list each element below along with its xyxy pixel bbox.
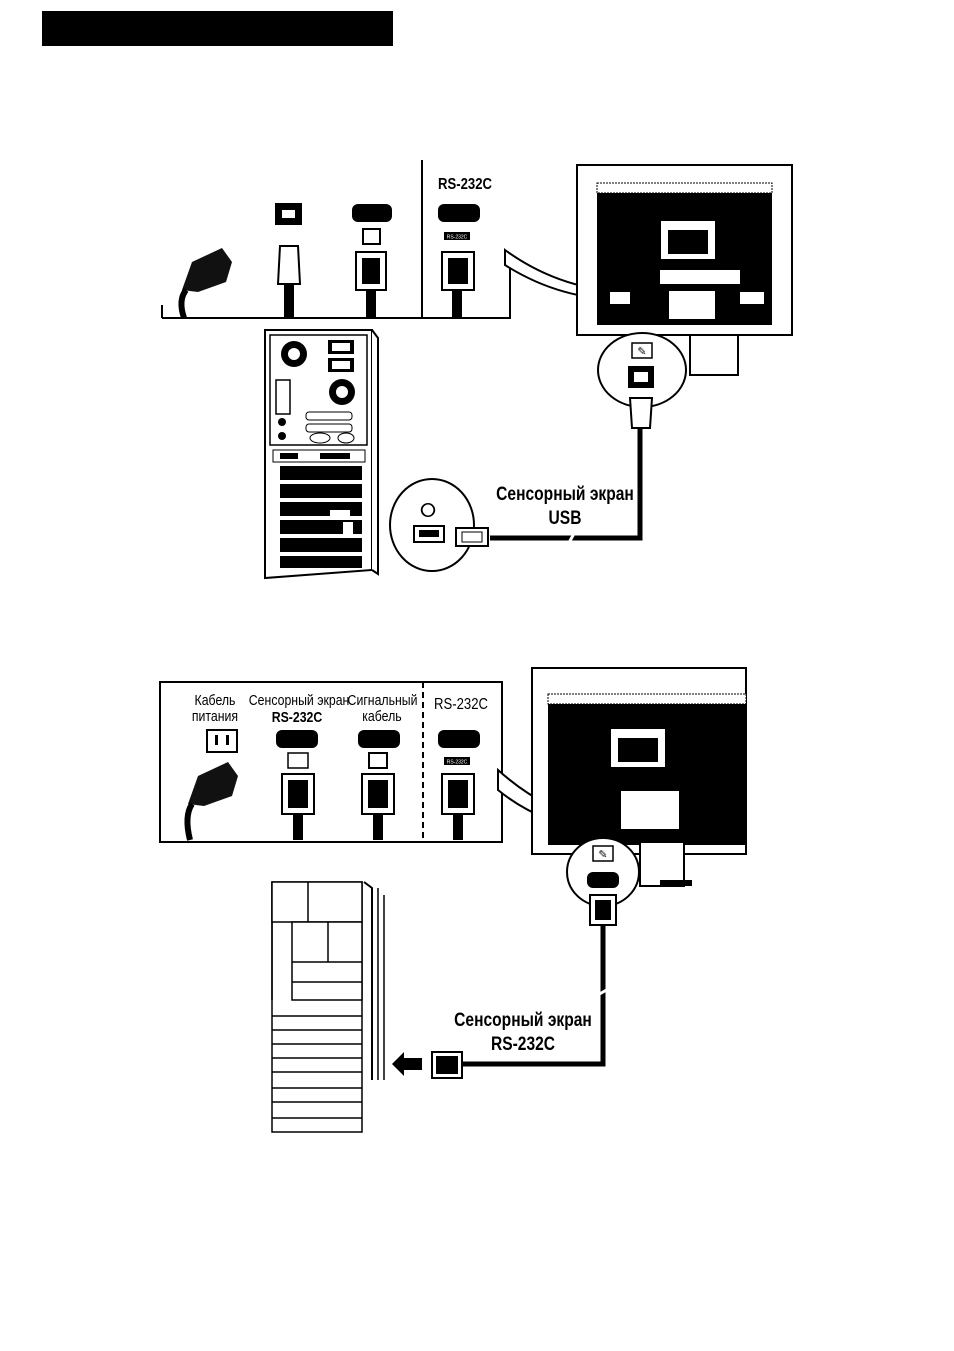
usb-connection-diagram: RS-232C ✎ <box>162 160 792 578</box>
arrow-left-icon <box>392 1052 422 1076</box>
monitor-back-icon <box>577 165 792 375</box>
pc-tower-side-icon <box>272 882 384 1132</box>
pc-usb-zoom-circle: ⭘ <box>390 479 488 571</box>
rs232c-badge-text-2: RS-232C <box>447 760 468 766</box>
rs232c-cable-label-line1: Сенсорный экран <box>445 1010 601 1032</box>
monitor-usb-zoom-circle: ✎ <box>598 333 686 428</box>
signal-cable-port-icon <box>352 204 392 318</box>
rs232c-cable-label-line2: RS-232C <box>486 1034 560 1056</box>
signal-cable-label-line2: кабель <box>356 708 408 725</box>
svg-text:✎: ✎ <box>637 345 646 358</box>
rs232c-port-label: RS-232C <box>436 176 493 194</box>
rs232c-port-label-2: RS-232C <box>432 696 489 714</box>
power-plug-icon <box>181 248 232 318</box>
usb-cable-label-line2: USB <box>536 508 593 530</box>
touch-rs232c-label-line1: Сенсорный экран <box>249 692 347 709</box>
rs232c-port-icon: RS-232C <box>438 204 480 318</box>
rs232c-badge-text: RS-232C <box>447 235 468 241</box>
svg-text:✎: ✎ <box>598 848 607 861</box>
monitor-rs232c-zoom-circle: ✎ <box>567 838 639 925</box>
power-cable-label-line2: питания <box>183 708 247 725</box>
usb-cable-label-line1: Сенсорный экран <box>487 484 643 506</box>
signal-cable-label-line1: Сигнальный <box>348 692 417 709</box>
power-cable-label-line1: Кабель <box>186 692 243 709</box>
db9-plug-icon <box>432 1052 462 1078</box>
usb-port-icon <box>275 203 302 318</box>
touch-rs232c-label-line2: RS-232C <box>268 709 325 726</box>
monitor-back-icon-2 <box>532 668 746 886</box>
usb-symbol-icon: ⭘ <box>420 498 436 522</box>
rs232c-connection-diagram: RS-232C ✎ <box>160 668 746 1132</box>
pc-tower-back-icon <box>265 330 378 578</box>
